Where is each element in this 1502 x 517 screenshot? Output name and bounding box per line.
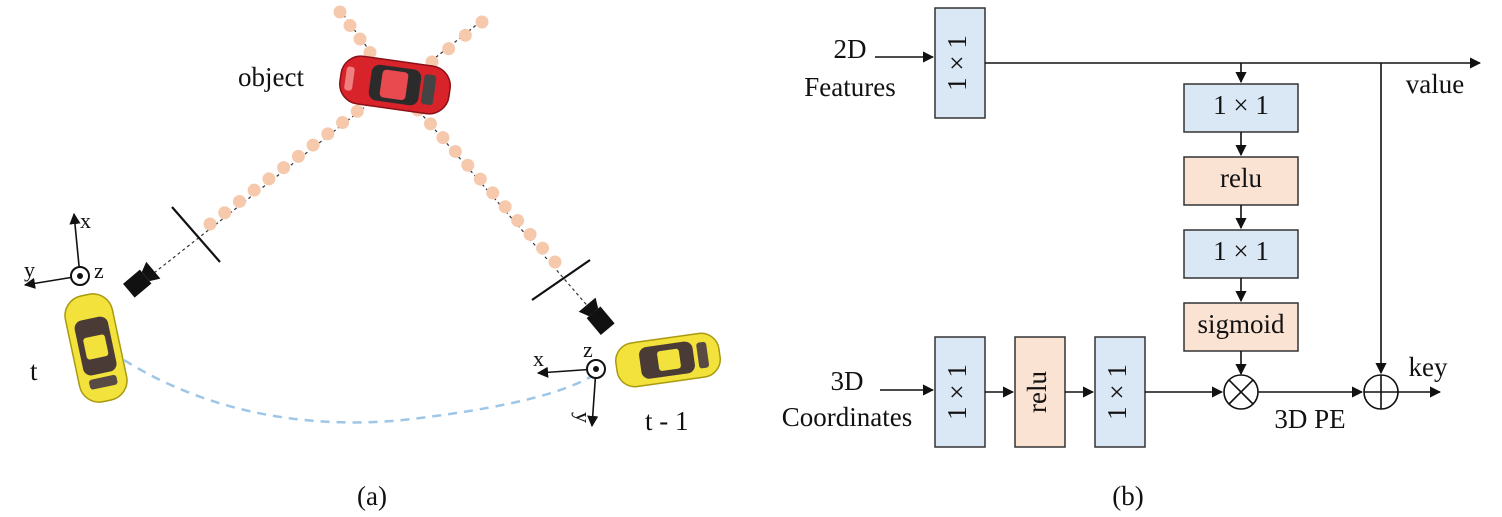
ego-car-t-icon	[64, 293, 128, 403]
value-output-label: value	[1406, 69, 1464, 99]
ray-dot	[436, 131, 450, 145]
axes-t: x y z	[23, 208, 104, 289]
att-relu-label: relu	[1220, 163, 1262, 193]
caption-b: (b)	[1112, 481, 1143, 511]
ray-dot	[218, 206, 232, 220]
ray-dot	[498, 200, 512, 214]
att-conv2-block	[1183, 229, 1299, 279]
axis-x-label: x	[80, 208, 91, 233]
ray-dot	[321, 127, 335, 141]
object-car-icon	[339, 55, 451, 115]
att-relu-block	[1183, 156, 1299, 206]
ray-dot	[523, 227, 537, 241]
panel-a: x y z x y z object t t - 1 (a)	[23, 5, 721, 511]
panel-b: 2D Features 3D Coordinates 1 × 1 value 1…	[782, 7, 1482, 511]
time-prev-label: t - 1	[645, 406, 689, 436]
ray-dots	[203, 5, 562, 269]
coord-relu-label: relu	[1022, 371, 1052, 413]
att-conv1-label: 1 × 1	[1213, 90, 1269, 120]
object-label: object	[238, 62, 304, 92]
ray-dot	[350, 104, 364, 118]
att-conv2-label: 1 × 1	[1213, 236, 1269, 266]
coord-conv2-label: 1 × 1	[1102, 364, 1132, 420]
ray-dot	[336, 116, 350, 130]
ray-dot	[333, 5, 347, 19]
axis-x-label: x	[533, 346, 544, 371]
ego-trajectory	[123, 358, 595, 424]
ray-dot	[232, 194, 246, 208]
features-conv-label: 1 × 1	[942, 35, 972, 91]
image-plane-prev	[531, 259, 591, 301]
ray-dot	[423, 117, 437, 131]
ray-dot	[442, 42, 456, 56]
ray-dot	[511, 214, 525, 228]
time-t-label: t	[30, 356, 38, 386]
att-sigmoid-label: sigmoid	[1197, 309, 1285, 339]
ray-dot	[291, 149, 305, 163]
caption-a: (a)	[357, 481, 387, 511]
axis-y-label: y	[24, 257, 35, 282]
ray-dot	[353, 32, 367, 46]
ray-dot	[475, 15, 489, 29]
ray-dot	[461, 158, 475, 172]
coord-conv1-label: 1 × 1	[942, 364, 972, 420]
axis-y-label: y	[571, 412, 596, 423]
axes-prev: x y z	[533, 337, 606, 428]
camera-icon	[578, 297, 615, 335]
ray-dot	[548, 255, 562, 269]
features-input-label-line1: 2D	[834, 34, 867, 64]
ego-car-prev-icon	[615, 332, 721, 388]
ray-dot	[448, 144, 462, 158]
ray-dot	[306, 138, 320, 152]
ray-dot	[458, 28, 472, 42]
ray-dot	[473, 172, 487, 186]
coords-input-label-line2: Coordinates	[782, 402, 912, 432]
att-sigmoid-block	[1183, 302, 1299, 352]
ray-dot	[203, 217, 217, 231]
coord-conv1-block	[934, 336, 986, 448]
pe-label: 3D PE	[1274, 404, 1345, 434]
ray-dot	[247, 183, 261, 197]
camera-icon	[123, 261, 161, 298]
multiply-node	[1223, 374, 1259, 410]
image-plane-t	[171, 206, 221, 263]
ray-dot	[363, 46, 377, 59]
features-conv-block	[934, 7, 986, 119]
ray-dot	[343, 19, 357, 32]
add-node	[1363, 374, 1399, 410]
features-input-label-line2: Features	[804, 72, 895, 102]
coord-relu-block	[1014, 336, 1066, 448]
key-output-label: key	[1409, 352, 1448, 382]
ray-dot	[536, 241, 550, 255]
ray-dot	[262, 172, 276, 186]
axis-z-label: z	[94, 258, 104, 283]
axis-z-label: z	[583, 337, 593, 362]
coord-conv2-block	[1094, 336, 1146, 448]
ray-dot	[486, 186, 500, 200]
coords-input-label-line1: 3D	[831, 366, 864, 396]
ray-dot	[277, 161, 291, 175]
